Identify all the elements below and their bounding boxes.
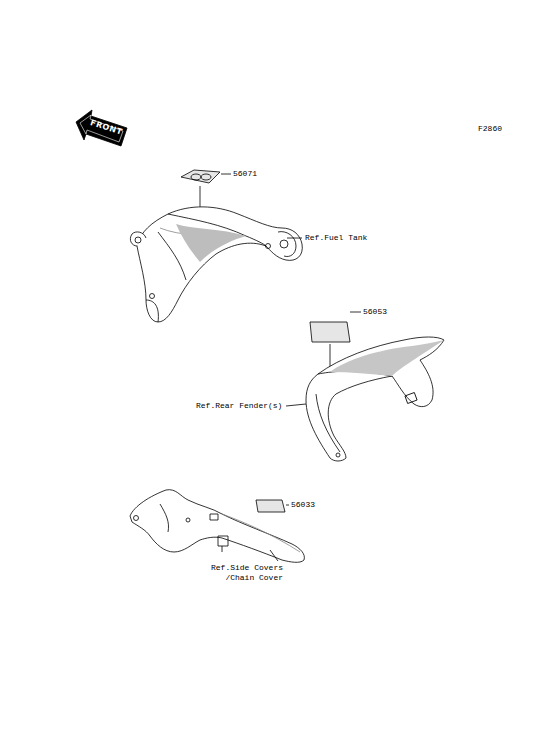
leader-line: [287, 238, 302, 239]
rear-fender: [286, 337, 444, 461]
leader-line: [286, 505, 289, 506]
part-reference: Ref.Rear Fender(s): [196, 401, 282, 411]
front-label: FRONT: [89, 118, 124, 138]
front-arrow: [76, 110, 127, 146]
decal-56071: [181, 170, 220, 183]
leader-line: [286, 404, 306, 406]
part-reference: Ref.Fuel Tank: [305, 233, 367, 243]
leader-line: [270, 550, 278, 561]
callout-number: 56053: [363, 307, 387, 317]
chain-cover: [130, 490, 304, 563]
decal-56033: [256, 500, 285, 512]
callout-number: 56033: [291, 500, 315, 510]
leader-line: [221, 174, 231, 175]
part-reference: Ref.Side Covers /Chain Cover: [205, 563, 283, 583]
figure-number: F2860: [478, 124, 502, 134]
decal-56053: [310, 322, 350, 342]
leader-line: [350, 312, 361, 313]
front-arrow-inner: [80, 115, 123, 142]
callout-number: 56071: [233, 169, 257, 179]
fuel-tank-cover: [130, 207, 302, 322]
